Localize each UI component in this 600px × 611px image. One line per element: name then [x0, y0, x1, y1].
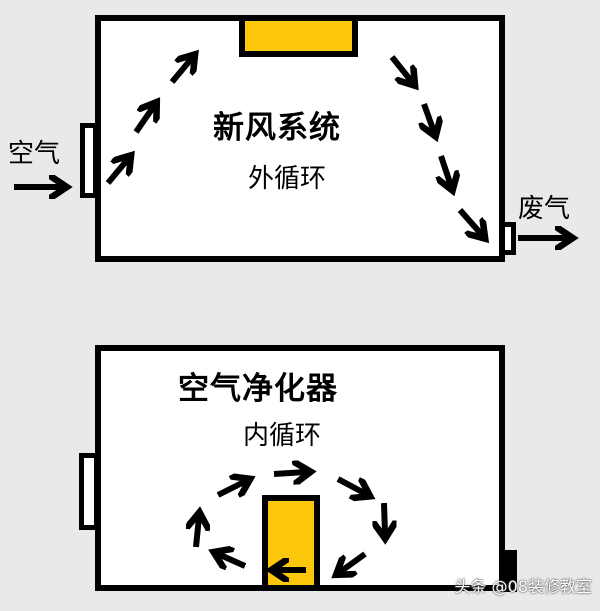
purifier-subtitle: 内循环 [243, 421, 322, 451]
circulation-arrow-icon [218, 554, 247, 566]
circulation-arrow-icon [336, 476, 366, 494]
circulation-arrow-icon [340, 551, 367, 572]
flow-arrow-icon [424, 102, 434, 132]
circulation-arrow-icon [216, 481, 246, 498]
fresh-air-subtitle: 外循环 [248, 164, 327, 194]
outlet-label: 废气 [518, 194, 571, 224]
circulation-arrow-icon [273, 472, 306, 474]
air-inlet-vent [80, 123, 98, 198]
circulation-arrow-icon [384, 502, 385, 534]
flow-arrow-icon [105, 159, 128, 185]
flow-arrow-icon [441, 155, 451, 186]
circulation-arrow-icon [196, 517, 199, 548]
flow-arrow-icon [133, 106, 154, 134]
watermark: 头条 @08装修教室 [454, 577, 592, 596]
inlet-label: 空气 [8, 139, 61, 169]
purifier-right-vent [500, 550, 517, 592]
fresh-air-unit [239, 15, 358, 57]
fresh-air-title: 新风系统 [213, 110, 341, 146]
exhaust-vent [500, 222, 516, 255]
purifier-left-vent [79, 453, 99, 530]
flow-arrow-icon [457, 208, 482, 235]
purifier-title: 空气净化器 [178, 371, 338, 407]
flow-arrow-icon [389, 55, 412, 82]
flow-arrow-icon [169, 58, 192, 84]
